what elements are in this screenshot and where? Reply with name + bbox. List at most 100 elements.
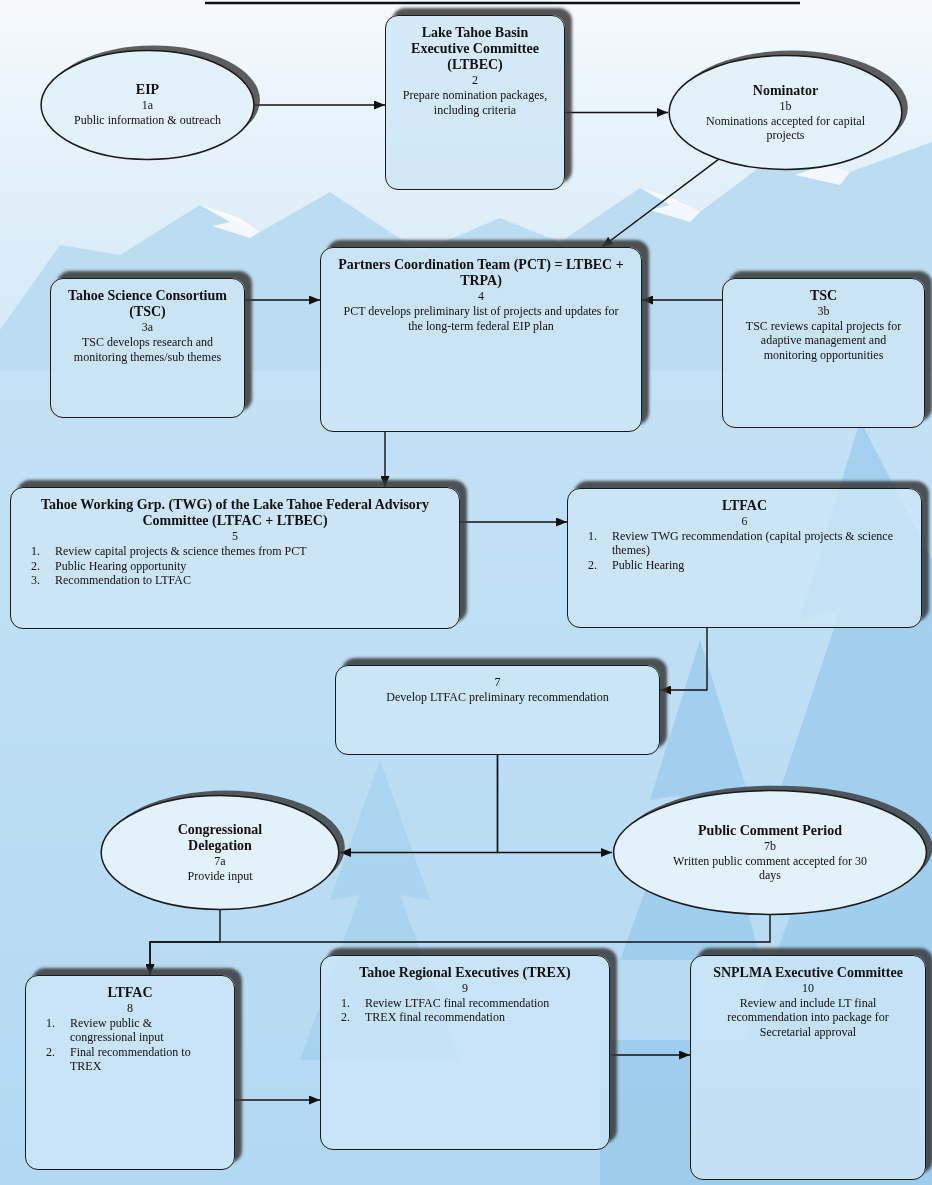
node-title: Congressional Delegation (145, 822, 295, 854)
step-number: 1a (62, 98, 233, 113)
node-body: Nominator1bNominations accepted for capi… (668, 55, 903, 170)
node-text: Provide input (145, 869, 295, 883)
step-number: 3a (65, 320, 230, 335)
process-box: Tahoe Regional Executives (TREX)91.Revie… (320, 955, 610, 1150)
list-item: Public Hearing opportunity (55, 559, 445, 573)
node-body: Tahoe Working Grp. (TWG) of the Lake Tah… (11, 488, 459, 595)
node-title: LTFAC (582, 498, 907, 514)
list-marker: 1. (46, 1016, 70, 1045)
list-item: Review LTFAC final recommendation (365, 996, 595, 1010)
process-box: TSC3bTSC reviews capital projects for ad… (722, 278, 925, 428)
list-row: 1.Review capital projects & science them… (25, 544, 445, 558)
flow-arrow (235, 1099, 320, 1100)
lake-water (0, 365, 932, 1185)
flow-arrow (255, 104, 385, 105)
node-content: Lake Tahoe Basin Executive Committee (LT… (400, 25, 550, 117)
process-ellipse: Congressional Delegation7aProvide input (100, 795, 340, 910)
process-box: LTFAC81.Review public & congressional in… (25, 975, 235, 1170)
mountain-snow (640, 188, 700, 222)
node-title: EIP (62, 82, 233, 98)
process-box: Tahoe Working Grp. (TWG) of the Lake Tah… (10, 487, 460, 629)
node-body: LTFAC81.Review public & congressional in… (26, 976, 234, 1082)
node-content: Congressional Delegation7aProvide input (145, 822, 295, 884)
node-text: Public information & outreach (62, 113, 233, 127)
list-row: 3.Recommendation to LTFAC (25, 573, 445, 587)
process-ellipse: EIP1aPublic information & outreach (40, 50, 255, 160)
flow-arrow (498, 755, 613, 853)
step-number: 2 (400, 73, 550, 88)
node-content: Tahoe Science Consortium (TSC)3aTSC deve… (65, 288, 230, 364)
list-marker: 2. (31, 559, 55, 573)
node-text: TSC develops research and monitoring the… (65, 335, 230, 364)
step-number: 6 (582, 514, 907, 529)
step-number: 9 (335, 981, 595, 996)
node-body: Congressional Delegation7aProvide input (100, 795, 340, 910)
node-content: LTFAC61.Review TWG recommendation (capit… (582, 498, 907, 572)
node-text: TSC reviews capital projects for adaptiv… (737, 319, 910, 362)
list-marker: 1. (341, 996, 365, 1010)
list-row: 1.Review LTFAC final recommendation (335, 996, 595, 1010)
node-body: Tahoe Science Consortium (TSC)3aTSC deve… (51, 279, 244, 372)
flow-arrow (660, 628, 707, 690)
ellipse-shape (41, 51, 254, 160)
list-item: Final recommendation to TREX (70, 1045, 220, 1074)
list-row: 1.Review TWG recommendation (capital pro… (582, 529, 907, 558)
node-body: Public Comment Period7bWritten public co… (612, 790, 928, 915)
process-box: Partners Coordination Team (PCT) = LTBEC… (320, 247, 642, 432)
node-title: LTFAC (40, 985, 220, 1001)
node-title: SNPLMA Executive Committee (705, 965, 911, 981)
flow-arrow (340, 755, 498, 853)
node-title: Tahoe Regional Executives (TREX) (335, 965, 595, 981)
step-number: 8 (40, 1001, 220, 1016)
node-body: 7Develop LTFAC preliminary recommendatio… (336, 666, 659, 712)
list-item: Review capital projects & science themes… (55, 544, 445, 558)
step-number: 5 (25, 529, 445, 544)
flow-arrow (642, 299, 722, 300)
ellipse-shape (614, 791, 927, 915)
node-body: Tahoe Regional Executives (TREX)91.Revie… (321, 956, 609, 1033)
list-marker: 1. (31, 544, 55, 558)
node-text: Nominations accepted for capital project… (698, 114, 873, 143)
node-text: Review and include LT final recommendati… (705, 996, 911, 1039)
node-text: Develop LTFAC preliminary recommendation (350, 690, 645, 704)
node-title: Nominator (698, 83, 873, 99)
node-title: Public Comment Period (662, 823, 878, 839)
step-number: 7b (662, 839, 878, 854)
node-body: SNPLMA Executive Committee10Review and i… (691, 956, 925, 1047)
process-ellipse: Public Comment Period7bWritten public co… (612, 790, 928, 915)
process-box: LTFAC61.Review TWG recommendation (capit… (567, 488, 922, 628)
ellipse-shape (669, 56, 902, 170)
node-text: Written public comment accepted for 30 d… (662, 854, 878, 883)
process-box: Lake Tahoe Basin Executive Committee (LT… (385, 15, 565, 190)
node-content: Tahoe Working Grp. (TWG) of the Lake Tah… (25, 497, 445, 587)
node-text: PCT develops preliminary list of project… (335, 304, 627, 333)
process-box: Tahoe Science Consortium (TSC)3aTSC deve… (50, 278, 245, 418)
node-content: LTFAC81.Review public & congressional in… (40, 985, 220, 1074)
node-body: LTFAC61.Review TWG recommendation (capit… (568, 489, 921, 580)
list-item: TREX final recommendation (365, 1010, 595, 1024)
node-text: Prepare nomination packages, including c… (400, 88, 550, 117)
list-marker: 1. (588, 529, 612, 558)
node-content: SNPLMA Executive Committee10Review and i… (705, 965, 911, 1039)
process-box: 7Develop LTFAC preliminary recommendatio… (335, 665, 660, 755)
title-underline (205, 2, 800, 5)
list-row: 2.TREX final recommendation (335, 1010, 595, 1024)
list-item: Review public & congressional input (70, 1016, 220, 1045)
node-title: TSC (737, 288, 910, 304)
step-number: 7a (145, 854, 295, 869)
node-title: Lake Tahoe Basin Executive Committee (LT… (400, 25, 550, 73)
node-body: EIP1aPublic information & outreach (40, 50, 255, 160)
list-row: 2.Public Hearing opportunity (25, 559, 445, 573)
list-marker: 2. (588, 558, 612, 572)
process-box: SNPLMA Executive Committee10Review and i… (690, 955, 926, 1180)
node-title: Tahoe Science Consortium (TSC) (65, 288, 230, 320)
flow-arrow (245, 299, 320, 300)
list-marker: 2. (46, 1045, 70, 1074)
node-content: Partners Coordination Team (PCT) = LTBEC… (335, 257, 627, 333)
step-number: 4 (335, 289, 627, 304)
node-content: Public Comment Period7bWritten public co… (662, 823, 878, 883)
list-item: Public Hearing (612, 558, 907, 572)
flow-arrow (602, 159, 719, 247)
list-row: 2.Final recommendation to TREX (40, 1045, 220, 1074)
